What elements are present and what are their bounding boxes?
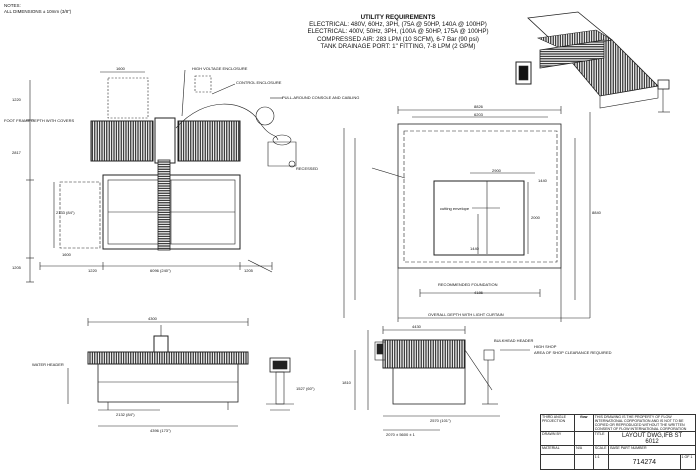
callout-water-header: WATER HEADER bbox=[32, 362, 64, 367]
foundation-view bbox=[343, 106, 591, 322]
dim-label: 4300 bbox=[148, 316, 157, 321]
dim-label: 4396 (173") bbox=[150, 428, 171, 433]
dim-label: 2132 (84") bbox=[116, 412, 135, 417]
callout-cutting-envelope: cutting envelope bbox=[440, 206, 470, 211]
dim-label: 2817 bbox=[12, 150, 21, 155]
callout-pull-around: PULL-AROUND CONSOLE AND CABLING bbox=[282, 95, 360, 100]
callout-bulkhead: BULKHEAD HEADER bbox=[494, 338, 534, 343]
utility-title: UTILITY REQUIREMENTS bbox=[360, 14, 436, 21]
callout-high-shop: HIGH SHOP bbox=[534, 344, 557, 349]
callout-overall-depth: OVERALL DEPTH WITH LIGHT CURTAIN bbox=[428, 312, 504, 317]
dim-label: 1220 bbox=[12, 97, 21, 102]
callout-hv-enclosure: HIGH VOLTAGE ENCLOSURE bbox=[192, 66, 248, 71]
material-label: MATERIAL bbox=[539, 445, 576, 455]
utility-requirements: UTILITY REQUIREMENTS ELECTRICAL: 480V, 6… bbox=[268, 14, 528, 50]
drawing-title-2: 6012 bbox=[645, 438, 659, 445]
notes-block: NOTES: ALL DIMENSIONS ± 10mm (3/8") bbox=[4, 3, 71, 15]
dim-label: 4430 bbox=[412, 324, 421, 329]
utility-line-3: COMPRESSED AIR: 283 LPM (10 SCFM), 6-7 B… bbox=[317, 35, 479, 43]
callout-area-clearance: AREA OF SHOP CLEARANCE REQUIRED bbox=[534, 350, 612, 355]
projection-label: THIRD ANGLE PROJECTION bbox=[539, 414, 576, 432]
sheet-number: 1 OF 1 bbox=[679, 454, 696, 470]
side-elevation bbox=[354, 326, 530, 431]
dim-label: 2570 (101") bbox=[430, 418, 451, 423]
dim-label: 1205 bbox=[12, 265, 21, 270]
dim-label: 2000 bbox=[531, 215, 540, 220]
utility-line-4: TANK DRAINAGE PORT: 1" FITTING, 7-8 LPM … bbox=[320, 42, 476, 50]
dim-label: 1440 bbox=[538, 178, 547, 183]
dim-label: 4186 bbox=[474, 290, 483, 295]
isometric-view bbox=[515, 11, 670, 113]
dim-label: 6096 (240") bbox=[150, 268, 171, 273]
dim-label: 1527 (60") bbox=[296, 386, 315, 391]
notes-line-1: ALL DIMENSIONS ± 10mm (3/8") bbox=[4, 9, 72, 14]
dim-label: 2900 bbox=[492, 168, 501, 173]
dim-label: 1205 bbox=[244, 268, 253, 273]
dim-label: 1600 bbox=[116, 66, 125, 71]
dim-label: 2070 ± 5600 ± 1 bbox=[386, 432, 415, 437]
notes-title: NOTES: bbox=[4, 3, 21, 8]
callout-foot-frame: FOOT FRAME DEPTH WITH COVERS bbox=[4, 118, 75, 123]
title-block: THIRD ANGLE PROJECTION flow THIS DRAWING… bbox=[539, 414, 697, 470]
utility-line-2: ELECTRICAL: 400V, 50Hz, 3PH, (100A @ 50H… bbox=[307, 28, 489, 36]
plan-view bbox=[26, 69, 297, 283]
drawn-by-label: DRAWN BY bbox=[539, 431, 576, 446]
flow-logo: flow bbox=[574, 414, 594, 432]
dim-label: 1220 bbox=[88, 268, 97, 273]
drawing-title: LAYOUT DWG,IFB ST bbox=[622, 432, 683, 439]
dim-label: 6203 bbox=[474, 112, 483, 117]
callout-recessed: RECESSED bbox=[296, 166, 319, 171]
material-value: N/A bbox=[574, 445, 594, 455]
part-number: 714274 bbox=[608, 454, 681, 470]
utility-line-1: ELECTRICAL: 480V, 60Hz, 3PH, (75A @ 50HP… bbox=[309, 21, 487, 29]
callout-recommended-foundation: RECOMMENDED FOUNDATION bbox=[438, 282, 498, 287]
dim-label: 1440 bbox=[470, 246, 479, 251]
title-label: TITLE bbox=[592, 431, 610, 446]
part-label: BASE PART NUMBER bbox=[608, 445, 696, 455]
dim-label: 8840 bbox=[592, 210, 601, 215]
property-notice: THIS DRAWING IS THE PROPERTY OF FLOW INT… bbox=[592, 414, 697, 432]
front-elevation bbox=[67, 318, 294, 427]
scale-value: 1:1 bbox=[592, 454, 610, 470]
dim-label: 1600 bbox=[62, 252, 71, 257]
dim-label: 8826 bbox=[474, 104, 483, 109]
dim-label: 1810 bbox=[342, 380, 351, 385]
scale-label: SCALE bbox=[592, 445, 610, 455]
dim-label: 2133 (84") bbox=[56, 210, 75, 215]
callout-control-enclosure: CONTROL ENCLOSURE bbox=[236, 80, 282, 85]
